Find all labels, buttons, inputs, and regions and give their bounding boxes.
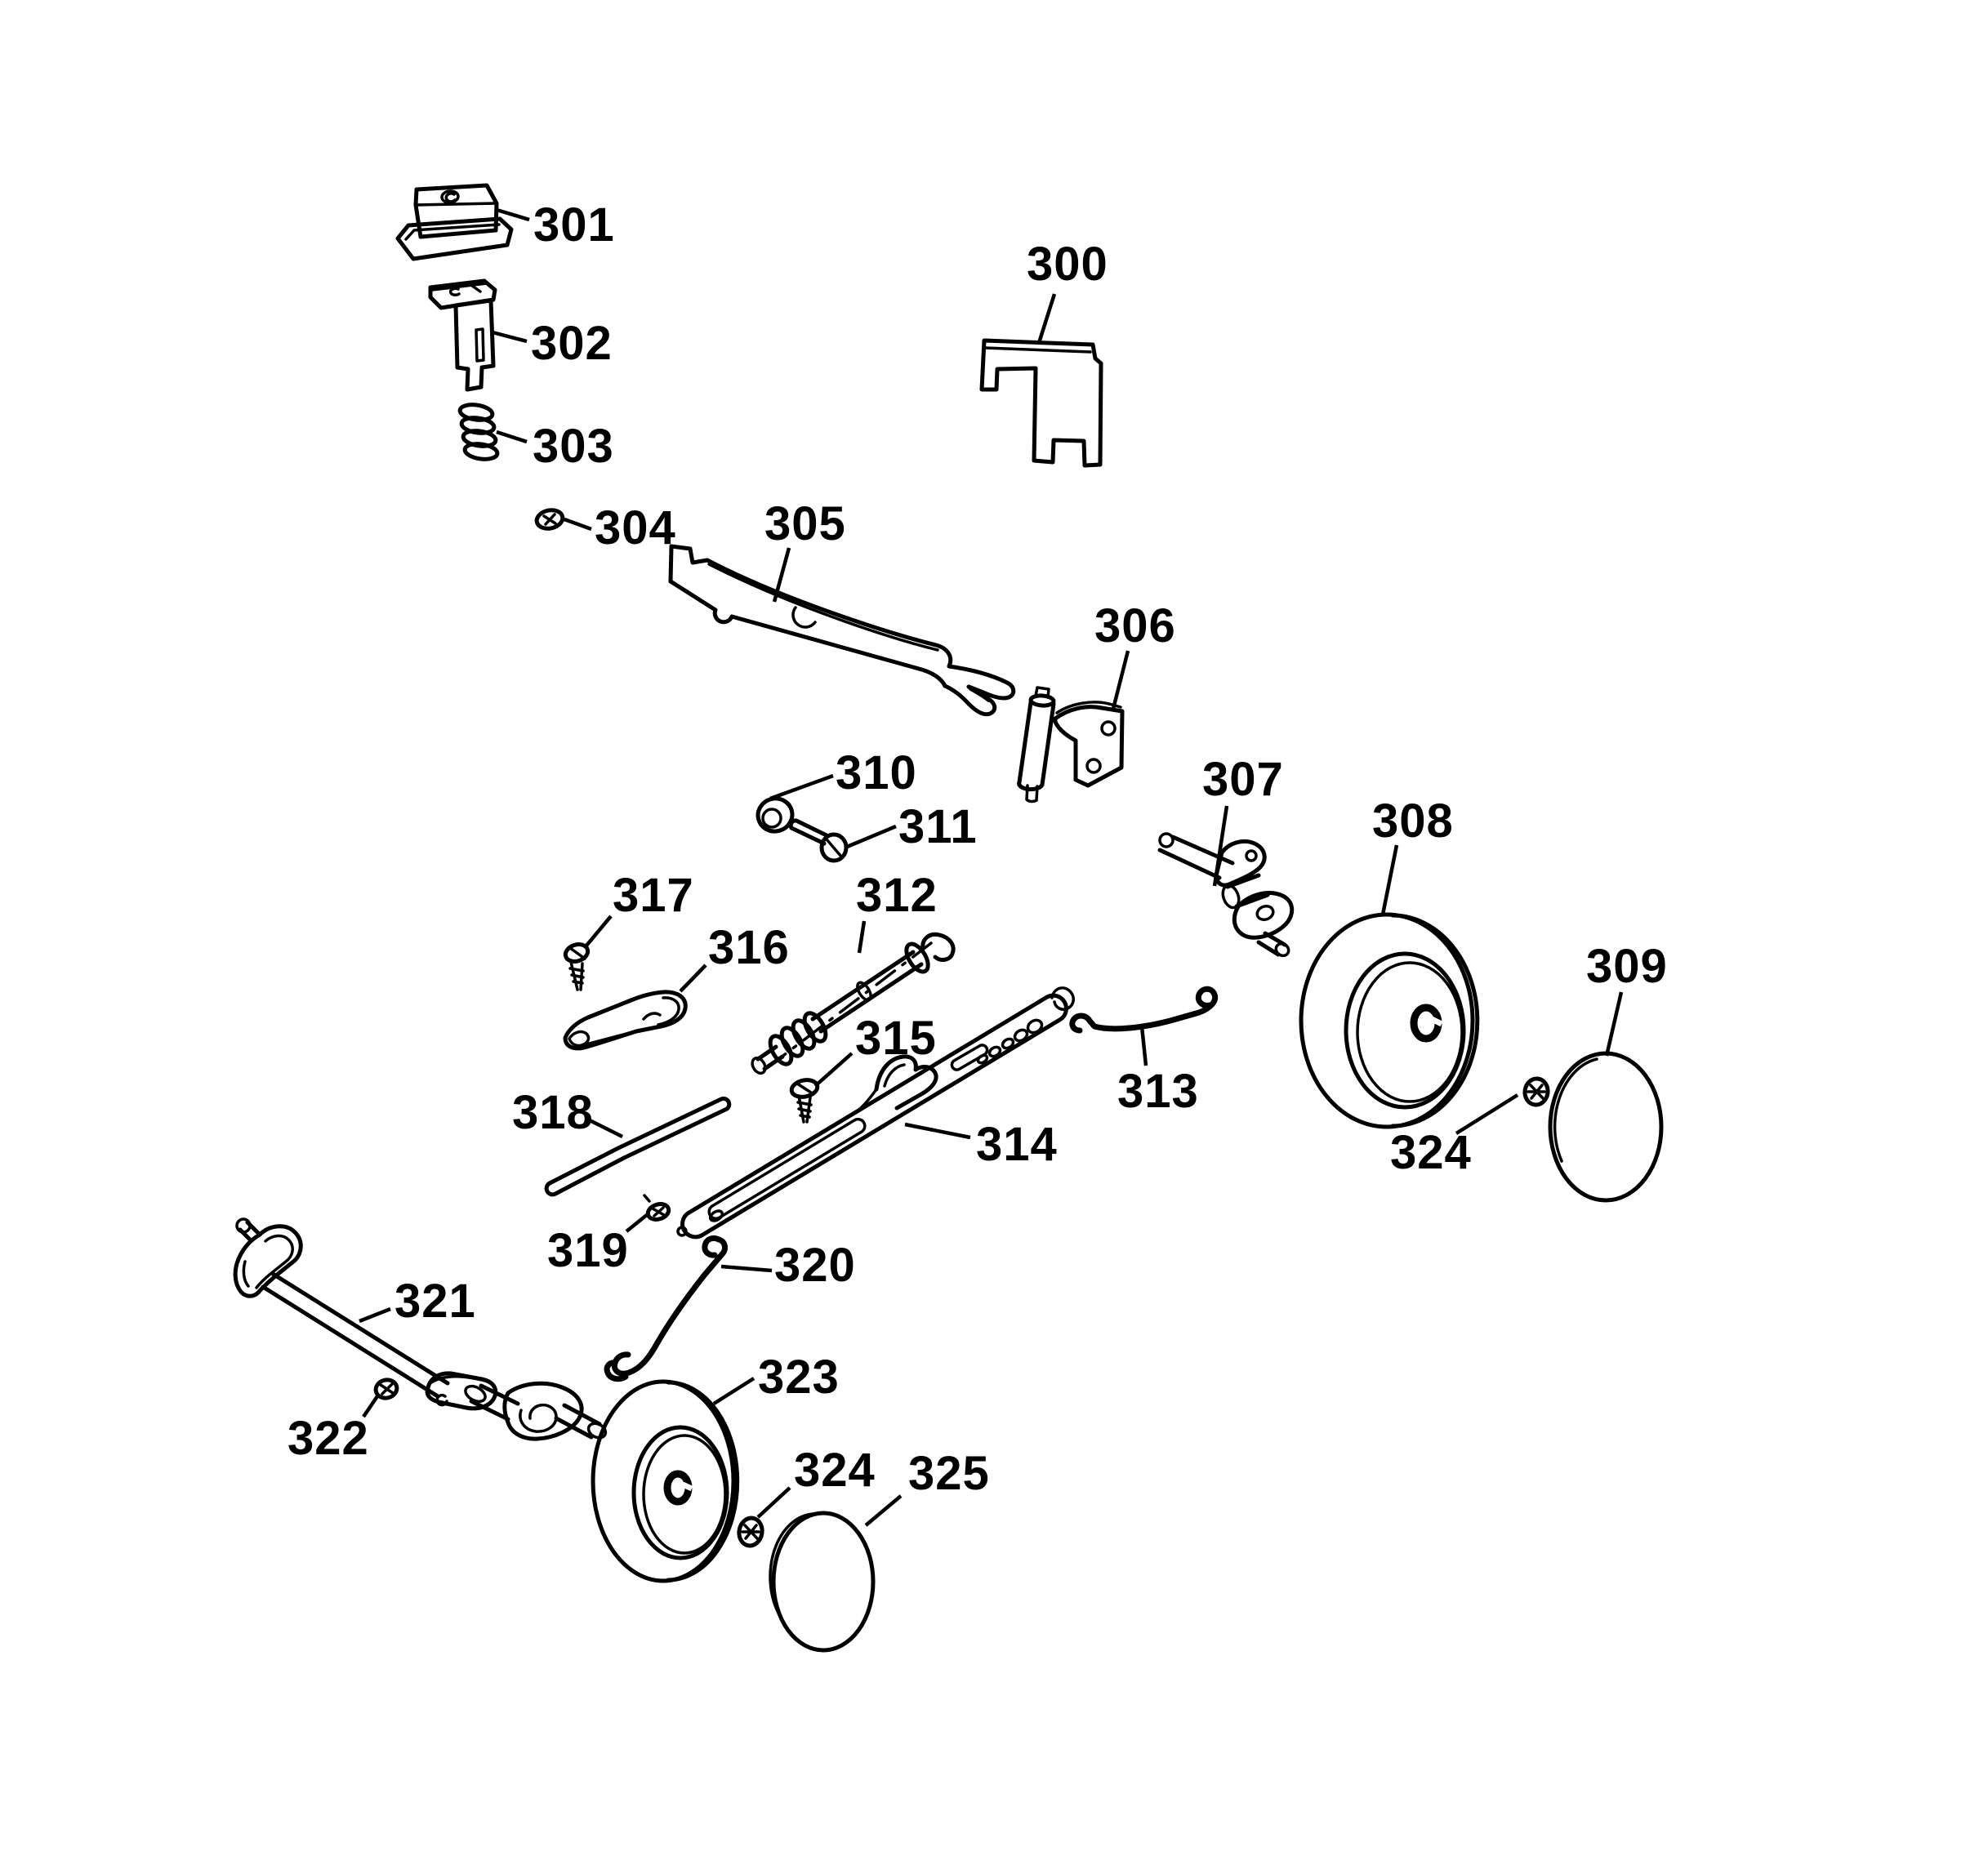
leader-320: [720, 1264, 773, 1273]
leader-300: [1036, 293, 1057, 344]
leader-325: [864, 1494, 903, 1527]
leader-302: [492, 330, 528, 344]
leader-312: [857, 920, 867, 954]
part-label-308: 308: [1372, 795, 1454, 848]
part-label-303: 303: [533, 420, 614, 473]
part-301-adjuster-knob: [395, 183, 514, 261]
part-314-adjuster-bracket: [676, 986, 1075, 1240]
part-label-309: 309: [1586, 940, 1668, 993]
part-306-hinge-bracket: [1017, 686, 1125, 803]
part-label-318: 318: [512, 1086, 594, 1139]
part-label-324b: 324: [1390, 1126, 1472, 1179]
part-label-312: 312: [856, 869, 938, 922]
leader-324a: [756, 1486, 791, 1519]
leader-306: [1111, 650, 1130, 710]
part-label-310: 310: [836, 746, 917, 799]
part-325-hub-cap: [769, 1511, 876, 1653]
leader-308: [1380, 844, 1399, 915]
leader-314: [904, 1122, 971, 1140]
part-label-302: 302: [531, 317, 613, 370]
part-label-315: 315: [855, 1012, 937, 1065]
part-324-push-nut-right: [1522, 1076, 1550, 1107]
leader-316: [679, 964, 707, 993]
part-label-317: 317: [613, 869, 694, 922]
part-309-hub-cap: [1548, 1051, 1664, 1203]
part-321-front-axle: [233, 1217, 608, 1441]
part-318-rod: [544, 1096, 732, 1197]
part-303-spring: [457, 403, 500, 461]
part-label-307: 307: [1202, 753, 1284, 806]
part-labels: 300 301 302 303 304 305 306 307 308 309 …: [288, 198, 1668, 1500]
part-label-313: 313: [1117, 1065, 1199, 1118]
leader-304: [564, 517, 592, 532]
part-label-322: 322: [288, 1412, 369, 1465]
part-320-wire-link: [604, 1235, 728, 1382]
part-label-300: 300: [1027, 238, 1108, 291]
part-312-adjuster-rod: [751, 932, 956, 1075]
leader-321: [359, 1306, 391, 1324]
part-label-321: 321: [394, 1275, 476, 1328]
leader-307: [1212, 805, 1229, 887]
part-300-cover-plate: [979, 338, 1103, 468]
part-308-wheel: [1299, 912, 1480, 1129]
leader-310: [769, 773, 834, 801]
part-323-wheel: [591, 1379, 740, 1583]
part-313-link-rod: [1069, 986, 1219, 1034]
part-322-push-nut: [373, 1378, 399, 1400]
part-302-bracket: [428, 278, 497, 392]
leader-319: [625, 1213, 649, 1233]
part-label-311: 311: [898, 800, 978, 853]
part-311-bolt: [788, 818, 849, 863]
leader-301: [496, 207, 530, 222]
leader-317: [585, 915, 613, 947]
leader-318: [588, 1118, 624, 1139]
leader-315: [813, 1052, 854, 1088]
part-307-rear-axle: [1157, 832, 1295, 958]
part-label-323: 323: [758, 1351, 840, 1404]
part-317-screw: [563, 942, 591, 991]
part-319-clip-nut: [643, 1194, 671, 1222]
leader-322: [362, 1395, 379, 1418]
part-label-305: 305: [764, 497, 846, 550]
leader-313: [1139, 1026, 1148, 1066]
leader-lines: [359, 207, 1624, 1527]
part-label-301: 301: [533, 198, 615, 251]
leader-324b: [1455, 1093, 1519, 1135]
leader-305: [772, 547, 791, 603]
part-315-screw: [789, 1078, 820, 1124]
part-label-316: 316: [708, 921, 790, 974]
leader-309: [1604, 991, 1624, 1057]
part-304-push-nut: [534, 508, 565, 531]
leader-303: [496, 430, 528, 444]
part-305-lever: [668, 544, 1016, 717]
leader-311: [846, 824, 897, 849]
part-label-324a: 324: [794, 1444, 876, 1497]
part-316-clip: [563, 990, 688, 1051]
part-label-304: 304: [595, 501, 676, 554]
part-label-306: 306: [1094, 599, 1176, 652]
part-324-push-nut-bottom: [737, 1516, 764, 1548]
part-label-320: 320: [774, 1239, 856, 1292]
part-label-314: 314: [976, 1118, 1058, 1171]
part-label-325: 325: [908, 1447, 990, 1500]
leader-323: [712, 1377, 756, 1405]
part-310-washer: [756, 796, 795, 834]
part-label-319: 319: [547, 1224, 629, 1277]
